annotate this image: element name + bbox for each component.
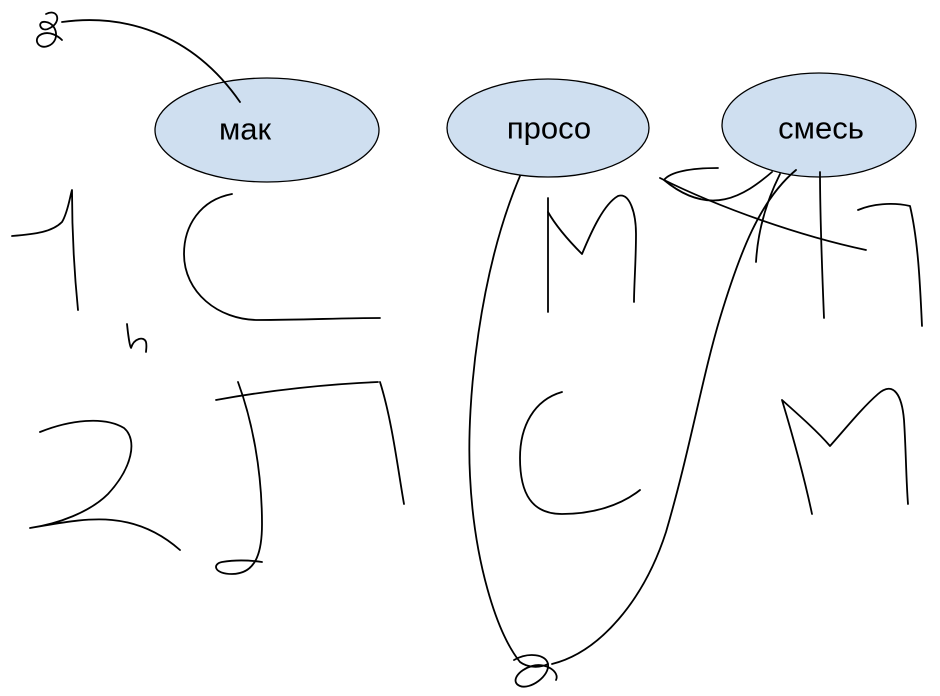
knot-bottom <box>513 654 558 688</box>
arrow-to-mak-oval <box>61 19 241 103</box>
vertical-stroke-right-a <box>819 171 825 319</box>
oval-mak[interactable]: мак <box>154 77 380 183</box>
oval-mak-label: мак <box>219 112 272 147</box>
oval-proso-shape <box>446 78 650 178</box>
oval-smes-shape <box>721 72 917 178</box>
numeral-one <box>11 189 79 311</box>
letter-s-row1 <box>183 193 381 321</box>
letter-m-row2 <box>781 387 909 515</box>
ink-layer <box>11 11 923 688</box>
numeral-two <box>29 419 181 551</box>
loop-left-from-proso <box>468 175 549 668</box>
arrow-smes-to-left <box>663 167 773 202</box>
letter-p-row2-right-leg <box>379 381 405 505</box>
oval-smes-label: смесь <box>778 111 864 146</box>
letter-m-row1-mid-arch <box>547 194 637 303</box>
oval-proso[interactable]: просо <box>446 78 650 178</box>
letter-p-right <box>857 203 923 327</box>
crossing-stroke <box>659 177 867 251</box>
loop-right-from-smes <box>551 169 797 665</box>
letter-p-row2 <box>215 381 379 401</box>
oval-proso-label: просо <box>507 111 591 146</box>
oval-smes[interactable]: смесь <box>721 72 917 178</box>
letter-s-row2 <box>519 391 641 515</box>
fork-stroke <box>755 173 781 263</box>
oval-mak-shape <box>154 77 380 183</box>
knot-top-left <box>35 11 63 48</box>
letter-p-row2-left-leg <box>215 381 263 575</box>
small-squiggle <box>126 323 148 353</box>
